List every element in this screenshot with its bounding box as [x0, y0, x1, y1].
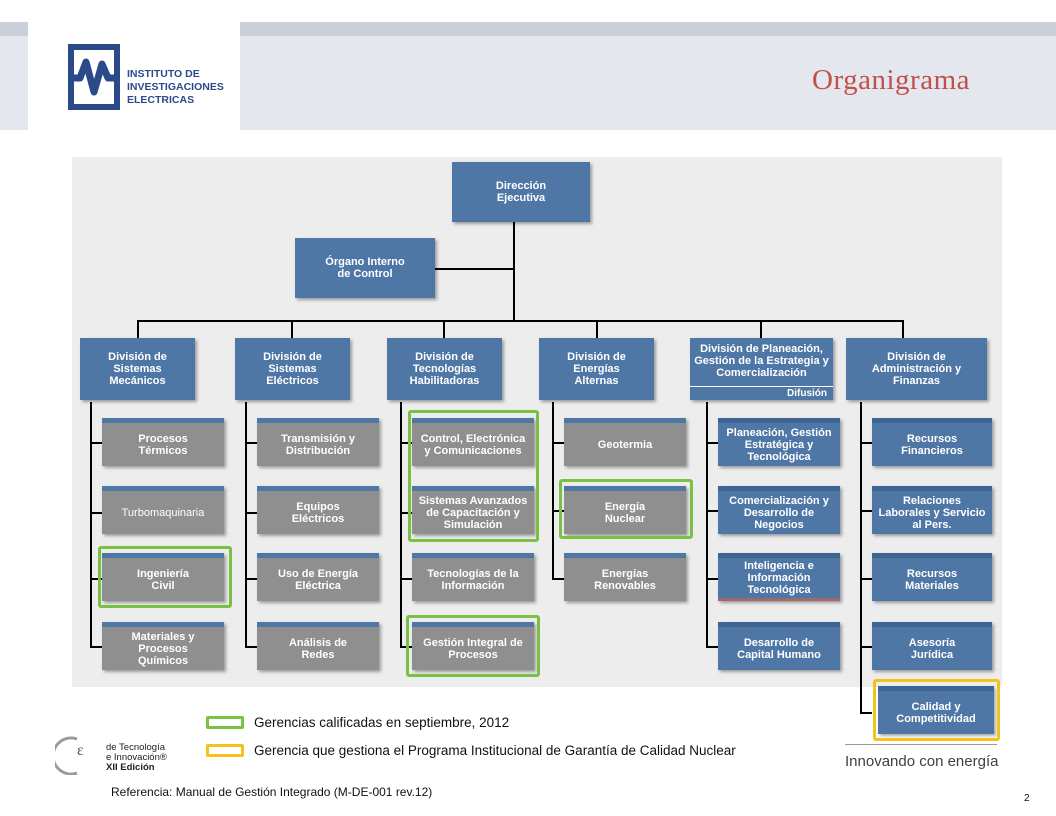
- unit-inteligencia-informacion: Inteligencia e Información Tecnológica: [718, 553, 840, 601]
- premio-text: de Tecnología e Innovación® XII Edición: [106, 743, 167, 773]
- connector-line: [706, 402, 708, 648]
- box-organo-interno-control: Órgano Interno de Control: [295, 238, 435, 298]
- unit-equipos-electricos: Equipos Eléctricos: [257, 486, 379, 534]
- connector-line: [860, 442, 872, 444]
- connector-line: [400, 442, 412, 444]
- iie-logo-icon: [68, 44, 120, 110]
- unit-planeacion-gestion: Planeación, Gestión Estratégica y Tecnol…: [718, 418, 840, 466]
- unit-tecnologias-informacion: Tecnologías de la Información: [412, 553, 534, 601]
- unit-control-electronica-comunicaciones: Control, Electrónica y Comunicaciones: [412, 418, 534, 466]
- connector-line: [443, 320, 445, 338]
- tagline: Innovando con energía: [845, 753, 999, 770]
- connector-line: [245, 402, 247, 648]
- connector-line: [596, 320, 598, 338]
- unit-gestion-integral-procesos: Gestión Integral de Procesos: [412, 622, 534, 670]
- logo-line-1: INSTITUTO DE: [127, 68, 200, 80]
- legend-yellow-swatch: [206, 744, 244, 757]
- connector-line: [706, 510, 718, 512]
- unit-analisis-redes: Análisis de Redes: [257, 622, 379, 670]
- unit-relaciones-laborales: Relaciones Laborales y Servicio al Pers.: [872, 486, 992, 534]
- legend-green-swatch: [206, 716, 244, 729]
- legend-green-text: Gerencias calificadas en septiembre, 201…: [254, 715, 510, 730]
- box-direccion-ejecutiva: Dirección Ejecutiva: [452, 162, 590, 222]
- unit-recursos-materiales: Recursos Materiales: [872, 553, 992, 601]
- footer-reference: Referencia: Manual de Gestión Integrado …: [111, 785, 433, 799]
- division-administracion-finanzas: División de Administración y Finanzas: [846, 338, 987, 400]
- unit-comercializacion: Comercialización y Desarrollo de Negocio…: [718, 486, 840, 534]
- logo-text: INSTITUTO DE INVESTIGACIONES ELECTRICAS: [127, 68, 224, 107]
- connector-line: [860, 510, 872, 512]
- svg-text:ε: ε: [77, 742, 84, 759]
- connector-line: [760, 320, 762, 338]
- unit-energia-nuclear: Energía Nuclear: [564, 486, 686, 534]
- highlight-green: [98, 546, 232, 608]
- connector-line: [245, 578, 257, 580]
- connector-line: [400, 512, 412, 514]
- difusion-label: Difusión: [690, 386, 833, 400]
- highlight-yellow: [873, 679, 1000, 741]
- connector-line: [90, 578, 102, 580]
- connector-line: [291, 320, 293, 338]
- connector-line: [513, 222, 515, 322]
- connector-line: [245, 646, 257, 648]
- connector-line: [90, 402, 92, 648]
- unit-desarrollo-capital-humano: Desarrollo de Capital Humano: [718, 622, 840, 670]
- connector-line: [137, 320, 903, 322]
- division-sistemas-mecanicos: División de Sistemas Mecánicos: [80, 338, 195, 400]
- connector-line: [706, 442, 718, 444]
- connector-line: [400, 402, 402, 648]
- legend-yellow-text: Gerencia que gestiona el Programa Instit…: [254, 743, 736, 758]
- unit-asesoria-juridica: Asesoría Jurídica: [872, 622, 992, 670]
- connector-line: [552, 442, 564, 444]
- unit-turbomaquinaria: Turbomaquinaria: [102, 486, 224, 534]
- division-planeacion-label: División de Planeación, Gestión de la Es…: [694, 343, 829, 379]
- unit-uso-energia-electrica: Uso de Energía Eléctrica: [257, 553, 379, 601]
- premio-line-1: de Tecnología: [106, 742, 165, 753]
- unit-geotermia: Geotermia: [564, 418, 686, 466]
- division-planeacion: División de Planeación, Gestión de la Es…: [690, 338, 833, 400]
- logo-line-3: ELECTRICAS: [127, 94, 195, 106]
- division-sistemas-electricos: División de Sistemas Eléctricos: [235, 338, 350, 400]
- highlight-green: [408, 410, 539, 542]
- unit-ingenieria-civil: Ingeniería Civil: [102, 553, 224, 601]
- premio-line-2: e Innovación®: [106, 752, 167, 763]
- connector-line: [245, 442, 257, 444]
- connector-line: [860, 712, 872, 714]
- connector-line: [552, 578, 564, 580]
- connector-line: [245, 512, 257, 514]
- premio-line-3: XII Edición: [106, 762, 155, 773]
- connector-line: [860, 578, 872, 580]
- connector-line: [435, 268, 515, 270]
- tagline-divider: [845, 744, 997, 745]
- connector-line: [902, 320, 904, 338]
- page-number: 2: [1024, 793, 1030, 804]
- unit-transmision-distribucion: Transmisión y Distribución: [257, 418, 379, 466]
- connector-line: [552, 510, 564, 512]
- connector-line: [400, 578, 412, 580]
- unit-materiales-procesos-quimicos: Materiales y Procesos Químicos: [102, 622, 224, 670]
- connector-line: [137, 320, 139, 338]
- division-energias-alternas: División de Energías Alternas: [539, 338, 654, 400]
- connector-line: [860, 646, 872, 648]
- connector-line: [552, 402, 554, 580]
- division-tecnologias-habilitadoras: División de Tecnologías Habilitadoras: [387, 338, 502, 400]
- highlight-green: [559, 479, 693, 539]
- unit-sistemas-avanzados: Sistemas Avanzados de Capacitación y Sim…: [412, 486, 534, 534]
- connector-line: [90, 646, 102, 648]
- connector-line: [706, 578, 718, 580]
- page-title: Organigrama: [812, 64, 970, 96]
- connector-line: [90, 442, 102, 444]
- header-band-top: [0, 22, 1056, 36]
- unit-recursos-financieros: Recursos Financieros: [872, 418, 992, 466]
- logo-line-2: INVESTIGACIONES: [127, 81, 224, 93]
- unit-energias-renovables: Energías Renovables: [564, 553, 686, 601]
- logo-panel: [28, 22, 240, 134]
- connector-line: [90, 512, 102, 514]
- highlight-green: [406, 615, 540, 677]
- connector-line: [706, 646, 718, 648]
- unit-procesos-termicos: Procesos Térmicos: [102, 418, 224, 466]
- connector-line: [860, 402, 862, 714]
- unit-calidad-competitividad: Calidad y Competitividad: [878, 686, 994, 734]
- premio-logo-icon: ε: [55, 736, 84, 775]
